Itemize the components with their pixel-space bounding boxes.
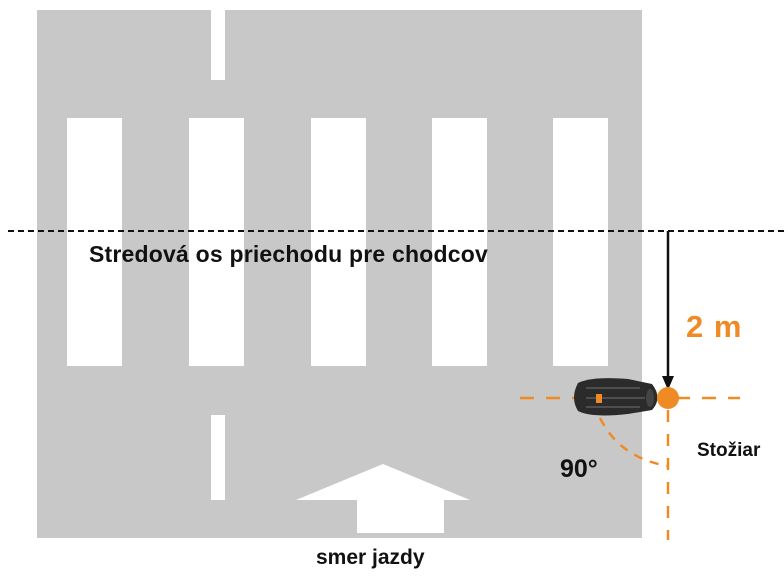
crossing-axis-label: Stredová os priechodu pre chodcov [89,241,488,267]
direction-arrow-icon [296,464,470,533]
angle-label: 90° [560,455,598,483]
zebra-stripes [67,118,608,366]
zebra-stripe [553,118,608,366]
zebra-stripe [311,118,366,366]
pole-dot-icon [657,387,679,409]
distance-arrow [662,231,674,390]
distance-label: 2 m [686,309,743,344]
direction-label: smer jazdy [316,546,425,569]
zebra-stripe [432,118,487,366]
speed-camera-icon [574,378,658,416]
pole-label: Stožiar [697,440,761,461]
zebra-stripe [67,118,122,366]
lane-line-top [211,10,225,80]
zebra-stripe [189,118,244,366]
lane-line-bottom [211,415,225,500]
